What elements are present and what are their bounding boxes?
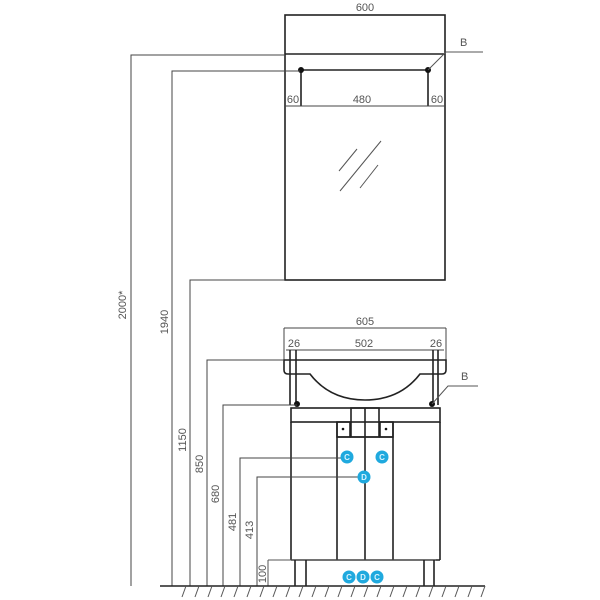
basin-outline bbox=[283, 359, 447, 401]
dim-1940-label: 1940 bbox=[159, 310, 171, 334]
svg-text:C: C bbox=[344, 453, 350, 462]
vanity-inner-width-label: 502 bbox=[355, 338, 373, 350]
vertical-dimensions: 2000* 1940 1150 850 680 481 413 100 bbox=[117, 54, 364, 586]
svg-text:D: D bbox=[360, 573, 366, 582]
dim-850-label: 850 bbox=[194, 455, 206, 473]
vanity-mount-point-left bbox=[294, 401, 300, 407]
mirror-left-offset-label: 60 bbox=[287, 94, 299, 106]
mount-point-left bbox=[298, 67, 304, 73]
vanity-width-label: 605 bbox=[356, 316, 374, 328]
mirror-mount-label-b: B bbox=[460, 37, 467, 49]
vanity-mount-label-b: B bbox=[461, 371, 468, 383]
mirror-mount-spacing-label: 480 bbox=[353, 94, 371, 106]
marker-floor-d: D bbox=[356, 570, 370, 584]
connection-markers: C C D C D C bbox=[340, 450, 389, 584]
svg-text:C: C bbox=[346, 573, 352, 582]
dim-2000-label: 2000* bbox=[117, 290, 129, 319]
vanity-left-offset-label: 26 bbox=[288, 338, 300, 350]
svg-text:D: D bbox=[361, 473, 367, 482]
mirror-outline bbox=[284, 14, 446, 281]
dim-680-label: 680 bbox=[210, 485, 222, 503]
mirror-right-offset-label: 60 bbox=[431, 94, 443, 106]
marker-cold-water-c: C bbox=[340, 450, 354, 464]
dim-481-label: 481 bbox=[227, 513, 239, 531]
mirror-width-label: 600 bbox=[356, 2, 374, 14]
marker-hot-water-c: C bbox=[375, 450, 389, 464]
floor-line bbox=[160, 585, 486, 598]
svg-text:C: C bbox=[374, 573, 380, 582]
marker-floor-c-right: C bbox=[370, 570, 384, 584]
svg-text:C: C bbox=[379, 453, 385, 462]
glass-reflection-icon bbox=[338, 140, 382, 192]
vanity-right-offset-label: 26 bbox=[430, 338, 442, 350]
vanity-unit: 605 26 502 26 B bbox=[267, 316, 478, 586]
dim-413-label: 413 bbox=[244, 521, 256, 539]
dim-1150-label: 1150 bbox=[177, 428, 189, 452]
dim-100-label: 100 bbox=[257, 565, 269, 583]
marker-floor-c-left: C bbox=[342, 570, 356, 584]
marker-drain-d: D bbox=[357, 470, 371, 484]
mirror-cabinet: 600 60 480 60 B bbox=[284, 2, 483, 281]
